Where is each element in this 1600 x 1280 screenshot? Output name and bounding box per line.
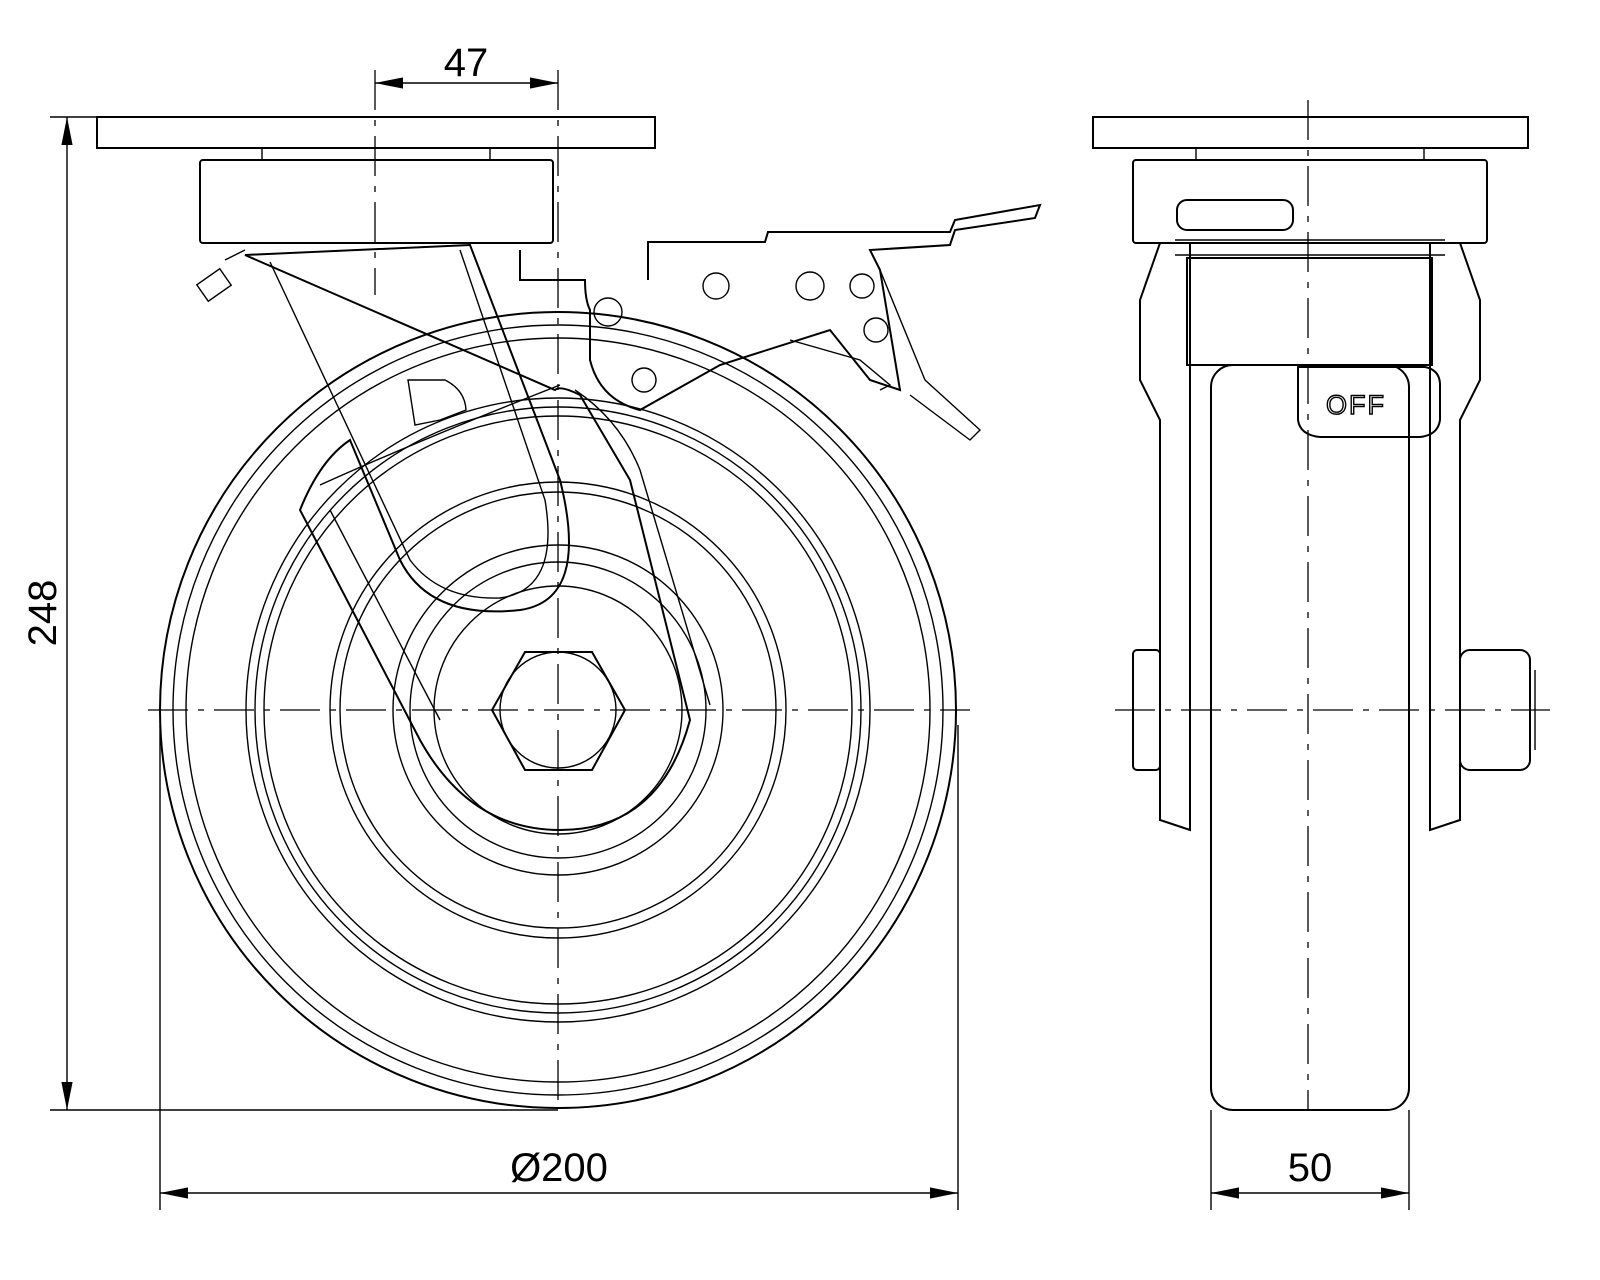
fork-leg — [244, 243, 692, 832]
brake-lever — [519, 203, 1042, 441]
svg-text:50: 50 — [1288, 1146, 1333, 1190]
top-plate-side — [1092, 116, 1529, 149]
svg-text:Ø200: Ø200 — [510, 1146, 608, 1190]
bearing-ring — [261, 147, 491, 161]
brake-off-label: OFF — [1326, 390, 1386, 420]
dimension-wheel-diameter: Ø200 — [159, 725, 959, 1210]
grease-nipple — [195, 249, 246, 303]
svg-text:47: 47 — [444, 41, 489, 85]
side-view: OFF — [1092, 100, 1550, 1111]
dimension-wheel-width: 50 — [1210, 1110, 1410, 1210]
svg-text:248: 248 — [21, 580, 65, 647]
top-plate — [96, 116, 656, 149]
logo-mark — [407, 379, 467, 426]
brake-tab — [1297, 366, 1441, 438]
wheel-side — [1210, 364, 1410, 1111]
dimension-overall-height: 248 — [21, 116, 558, 1111]
swivel-head — [199, 159, 554, 244]
front-view — [96, 70, 1042, 1110]
dimension-swivel-offset: 47 — [375, 41, 558, 89]
